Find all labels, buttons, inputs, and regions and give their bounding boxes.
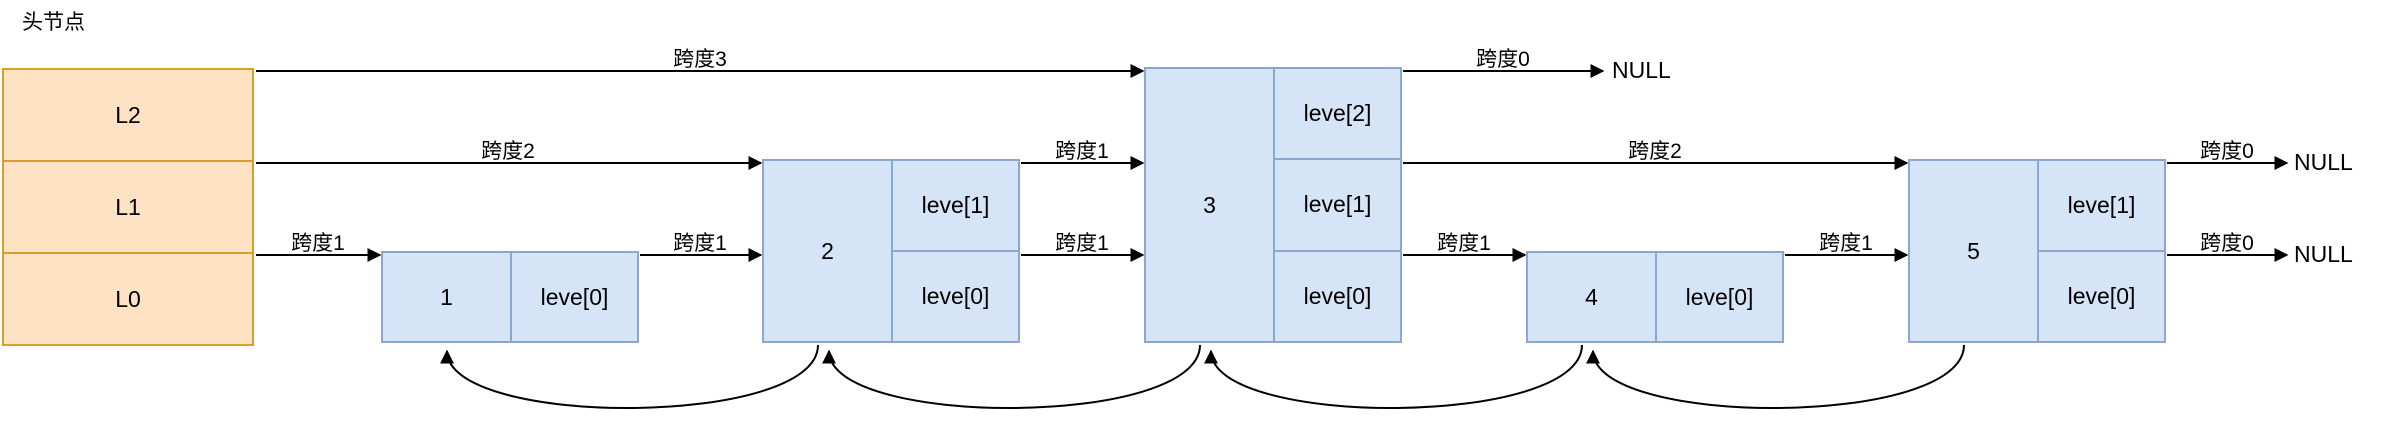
edge-l0-head-to-1-label: 跨度1	[291, 232, 345, 255]
null-l1: NULL	[2294, 149, 2353, 175]
head-level-cell-l2[interactable]: L2	[4, 70, 252, 162]
page-title: 头节点	[22, 11, 85, 34]
node-1-levels: leve[0]	[512, 253, 637, 341]
backward-pointer-lines	[440, 344, 1965, 409]
node-3-value: 3	[1146, 69, 1275, 341]
edge-l0-2-to-3-label: 跨度1	[1055, 232, 1109, 255]
edge-l1-5-to-null-label: 跨度0	[2200, 140, 2254, 163]
edge-l0-1-to-2-label: 跨度1	[673, 232, 727, 255]
node-3-level-cell-1[interactable]: leve[1]	[1275, 160, 1400, 252]
node-4[interactable]: 4 leve[0]	[1526, 251, 1784, 343]
node-3-level-cell-2[interactable]: leve[0]	[1303, 282, 1372, 309]
edge-l1-3-to-5-label: 跨度2	[1628, 140, 1682, 163]
back-5-to-4	[1586, 344, 1965, 409]
edge-l2-head-to-3-label: 跨度3	[673, 48, 727, 71]
node-1[interactable]: 1 leve[0]	[381, 251, 639, 343]
back-4-to-3	[1204, 344, 1583, 409]
node-3-level-cell-0[interactable]: leve[2]	[1275, 69, 1400, 161]
node-1-value: 1	[383, 253, 512, 341]
head-level-cell-l1[interactable]: L1	[4, 162, 252, 254]
edge-l1-2-to-3-label: 跨度1	[1055, 140, 1109, 163]
edge-l0-4-to-5-label: 跨度1	[1819, 232, 1873, 255]
node-4-value: 4	[1528, 253, 1657, 341]
node-5-level-cell-0[interactable]: leve[1]	[2039, 161, 2164, 252]
node-2-levels: leve[1] leve[0]	[893, 161, 1018, 341]
node-2-level-cell-0[interactable]: leve[1]	[893, 161, 1018, 252]
node-4-level-cell-0[interactable]: leve[0]	[1685, 283, 1754, 310]
node-5-value: 5	[1910, 161, 2039, 341]
back-2-to-1	[440, 344, 819, 409]
edge-l2-3-to-null-label: 跨度0	[1476, 48, 1530, 71]
node-5-levels: leve[1] leve[0]	[2039, 161, 2164, 341]
edge-l0-5-to-null-label: 跨度0	[2200, 232, 2254, 255]
node-2-level-cell-1[interactable]: leve[0]	[921, 283, 990, 309]
edge-l1-head-to-2-label: 跨度2	[481, 140, 535, 163]
node-2-value: 2	[764, 161, 893, 341]
node-1-level-cell-0[interactable]: leve[0]	[540, 283, 609, 310]
null-l2: NULL	[1612, 57, 1671, 83]
back-3-to-2	[822, 344, 1201, 409]
head-level-cell-l0[interactable]: L0	[115, 285, 141, 312]
node-3-levels: leve[2]leve[1] leve[0]	[1275, 69, 1400, 341]
node-4-levels: leve[0]	[1657, 253, 1782, 341]
edge-l0-3-to-4-label: 跨度1	[1437, 232, 1491, 255]
null-l0: NULL	[2294, 241, 2353, 267]
node-5-level-cell-1[interactable]: leve[0]	[2067, 283, 2136, 309]
